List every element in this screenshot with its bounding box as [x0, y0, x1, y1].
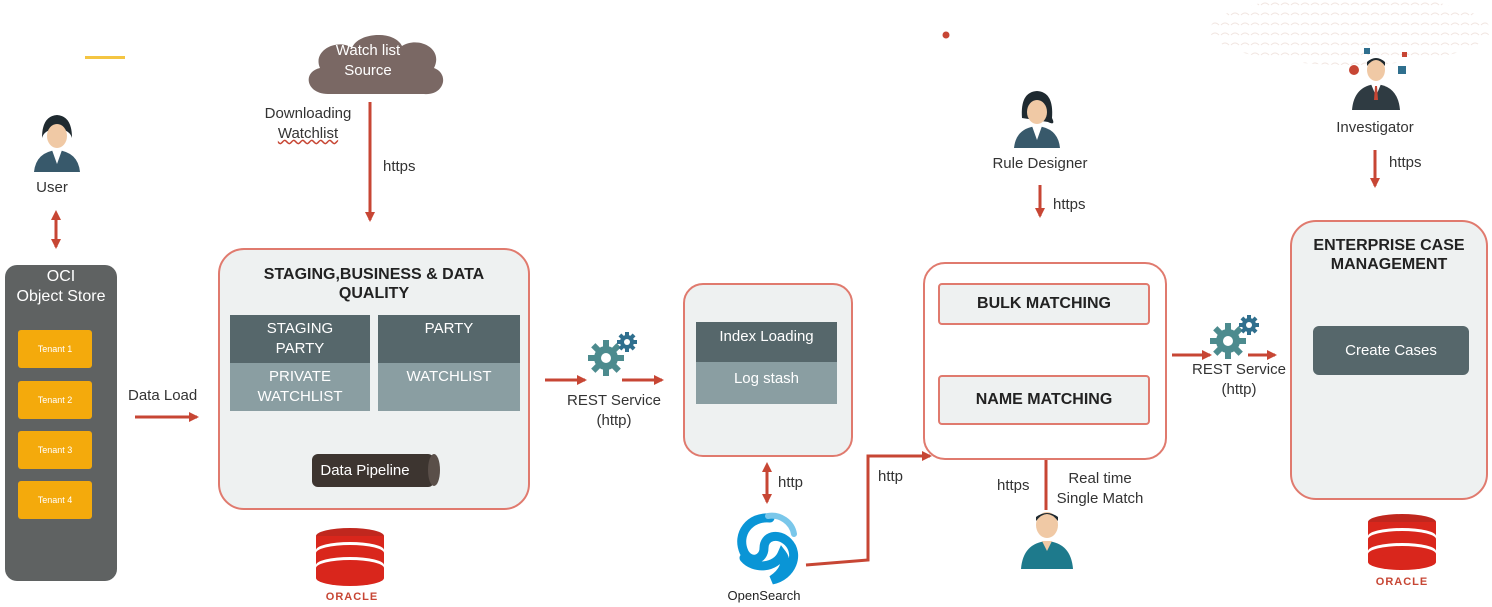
yellow-accent-bar [85, 56, 125, 59]
data-pipeline-cylinder [312, 454, 440, 487]
oracle-logo-right: ORACLE [1375, 576, 1429, 588]
tenant-1: Tenant 1 [18, 330, 92, 368]
oracle-logo-left: ORACLE [325, 591, 379, 603]
opensearch-icon [737, 512, 798, 585]
rule-designer-label: Rule Designer [992, 155, 1088, 172]
cloud-icon [308, 34, 444, 95]
user-icon [34, 115, 80, 172]
https-label-watchlist: https [383, 158, 416, 175]
tenant-3: Tenant 3 [18, 431, 92, 469]
gears-icon-right [1210, 315, 1259, 359]
rest-service-left-label: REST Service(http) [567, 392, 661, 429]
logstash-cell: Log stash [696, 362, 837, 404]
red-dot [942, 31, 950, 39]
rule-designer-icon [1014, 91, 1060, 148]
opensearch-matching-arrow [805, 451, 932, 567]
user-label: User [36, 179, 68, 196]
data-load-label: Data Load [128, 387, 198, 404]
oci-object-store [5, 265, 117, 581]
rest-service-right-label: REST Service(http) [1192, 361, 1286, 398]
https-label-realtime: https [997, 477, 1030, 494]
create-cases-box: Create Cases [1313, 326, 1469, 375]
database-icon [316, 528, 384, 586]
watchlist-cell: WATCHLIST [378, 363, 520, 411]
http-label-opensearch: http [778, 474, 804, 491]
gears-icon [588, 332, 637, 376]
https-label-rule-designer: https [1053, 196, 1086, 213]
opensearch-label: OpenSearch [727, 588, 801, 603]
database-icon-right [1368, 514, 1436, 570]
investigator-icon [1349, 48, 1407, 110]
name-matching-box: NAME MATCHING [938, 375, 1150, 425]
http-label-matching: http [878, 468, 904, 485]
tenant-2: Tenant 2 [18, 381, 92, 419]
investigator-label: Investigator [1336, 119, 1414, 136]
realtime-user-icon [1021, 512, 1073, 569]
tenant-4: Tenant 4 [18, 481, 92, 519]
bulk-matching-box: BULK MATCHING [938, 283, 1150, 325]
party-cell: PARTY [378, 315, 520, 363]
https-label-investigator: https [1389, 154, 1422, 171]
data-pipeline-label: Data Pipeline [320, 462, 410, 479]
index-loading-cell: Index Loading [696, 322, 837, 362]
